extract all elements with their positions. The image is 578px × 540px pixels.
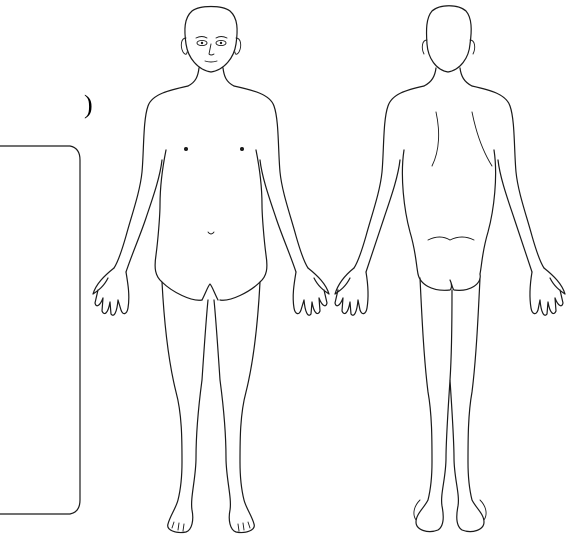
back-right-side	[472, 86, 544, 268]
back-right-leg	[450, 278, 484, 532]
front-right-hand	[293, 268, 329, 315]
body-front-view	[93, 7, 329, 533]
front-right-leg	[214, 282, 260, 533]
body-back-view	[335, 6, 565, 532]
front-left-nipple	[184, 147, 188, 151]
front-nose	[209, 44, 214, 55]
back-buttocks	[418, 274, 480, 290]
front-left-leg	[162, 282, 208, 533]
back-head	[427, 6, 472, 72]
back-right-hand	[530, 268, 565, 315]
front-right-side	[234, 86, 308, 268]
bracket-frame	[0, 146, 80, 514]
back-left-scapula	[432, 112, 439, 166]
back-left-hand	[335, 268, 368, 315]
back-left-side	[354, 86, 424, 268]
front-navel	[208, 232, 214, 234]
front-left-hand	[93, 268, 129, 315]
back-left-leg	[416, 278, 452, 532]
front-right-nipple	[240, 147, 244, 151]
front-left-side	[114, 86, 188, 268]
front-mouth	[205, 61, 217, 62]
back-right-scapula	[472, 112, 492, 166]
